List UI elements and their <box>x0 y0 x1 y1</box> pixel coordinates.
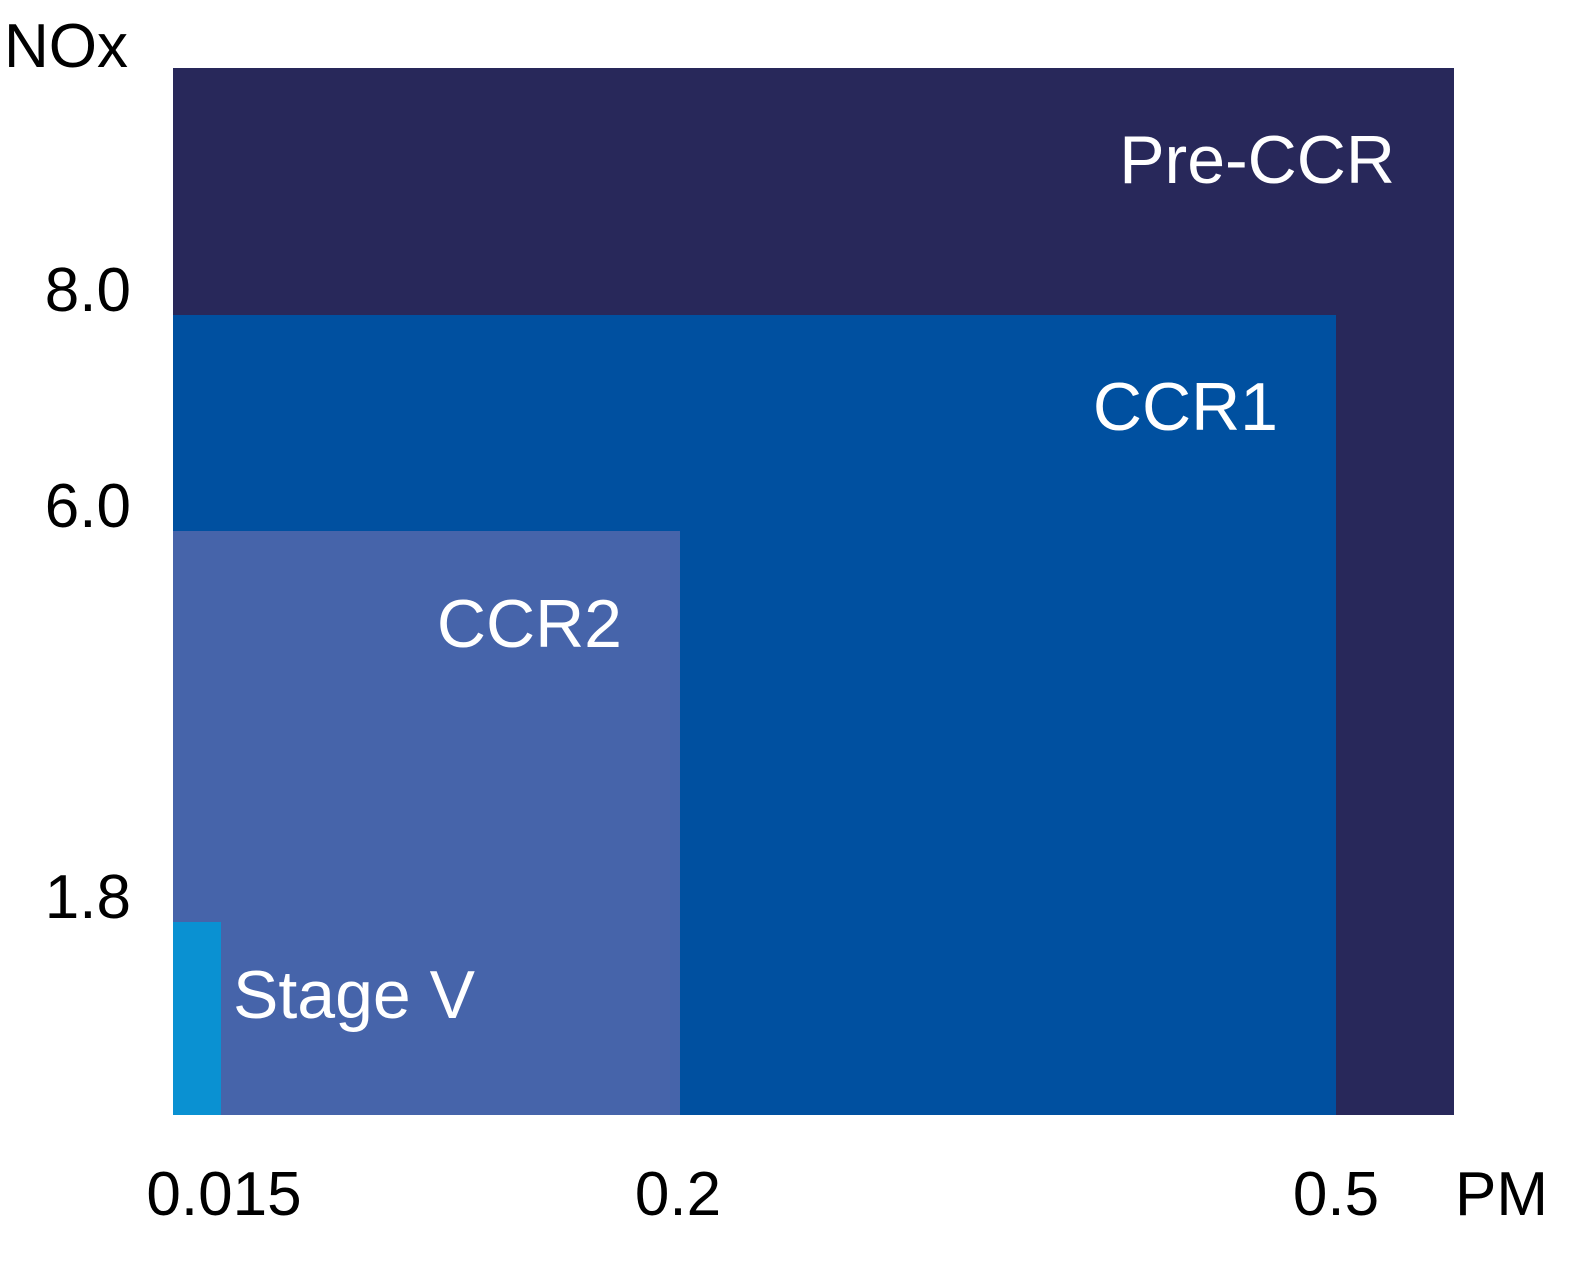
y-tick-label: 6.0 <box>45 472 131 541</box>
region-label-ccr2: CCR2 <box>437 586 622 662</box>
regions-layer <box>173 68 1454 1115</box>
region-label-stage-v: Stage V <box>233 957 476 1033</box>
x-tick-label: 0.5 <box>1293 1160 1379 1229</box>
x-tick-label: 0.015 <box>146 1160 301 1229</box>
x-axis-label: PM <box>1455 1160 1548 1229</box>
y-tick-label: 1.8 <box>45 863 131 932</box>
region-label-pre-ccr: Pre-CCR <box>1119 122 1395 198</box>
y-tick-label: 8.0 <box>45 256 131 325</box>
y-axis-label: NOx <box>4 12 128 81</box>
region-label-ccr1: CCR1 <box>1093 369 1278 445</box>
region-ccr2 <box>173 531 680 1115</box>
ticks-layer: 1.8 6.0 8.0 0.015 0.2 0.5 <box>45 256 1379 1229</box>
x-tick-label: 0.2 <box>635 1160 721 1229</box>
region-stage-v <box>173 922 221 1115</box>
